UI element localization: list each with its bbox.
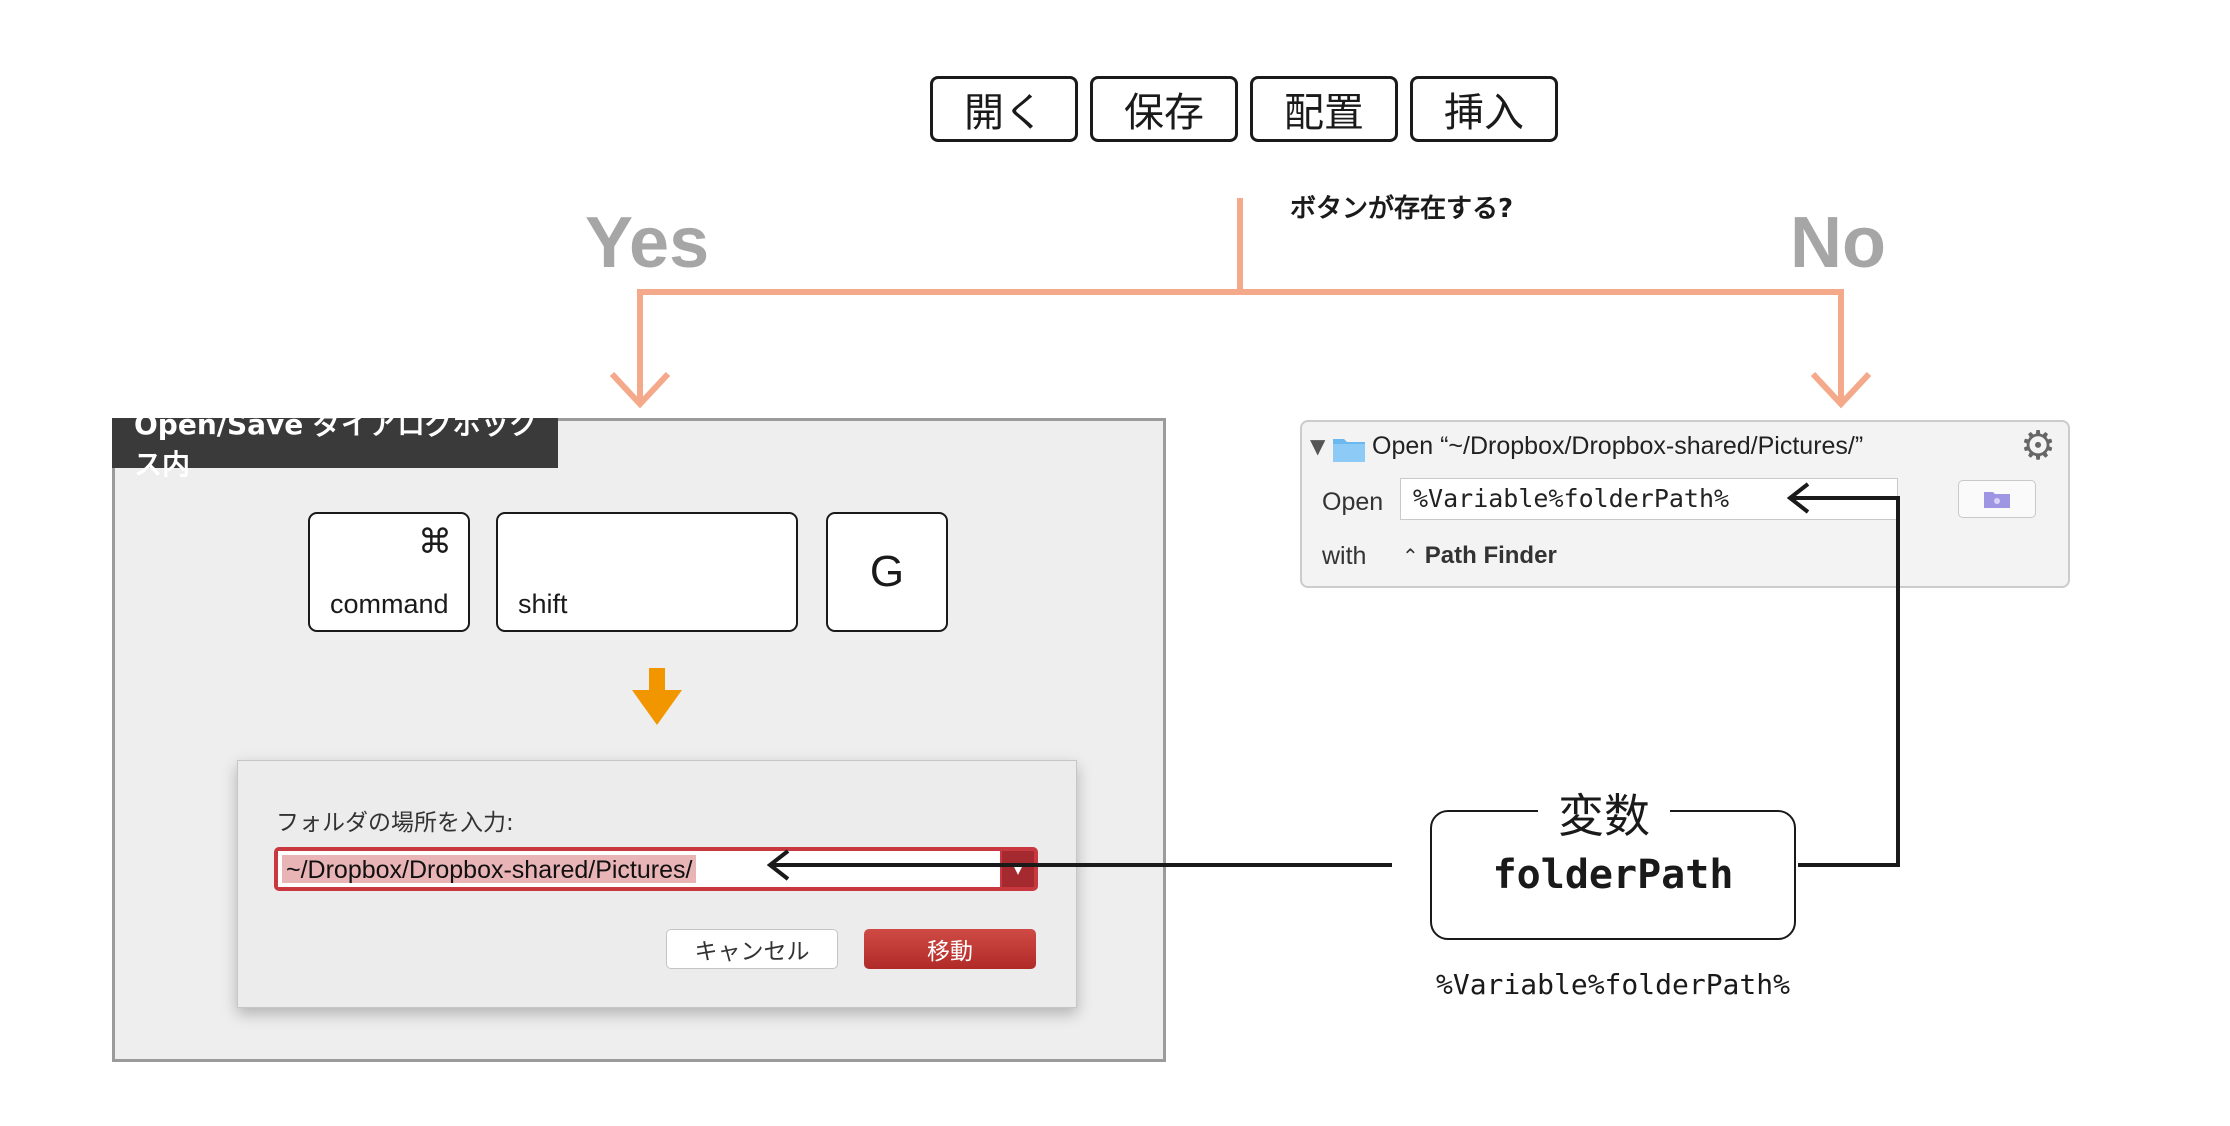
- application-select[interactable]: ⌃Path Finder: [1402, 542, 1557, 570]
- g-key: G: [826, 512, 948, 632]
- folder-path-input[interactable]: ~/Dropbox/Dropbox-shared/Pictures/ ▾: [274, 847, 1038, 891]
- with-label: with: [1322, 542, 1367, 570]
- open-action-panel: ▼ Open “~/Dropbox/Dropbox-shared/Picture…: [1300, 420, 2070, 588]
- disclosure-triangle-icon[interactable]: ▼: [1310, 434, 1326, 458]
- action-title: Open “~/Dropbox/Dropbox-shared/Pictures/…: [1372, 432, 1864, 460]
- gear-icon[interactable]: ⚙: [2020, 423, 2056, 469]
- updown-chevron-icon: ⌃: [1402, 546, 1419, 568]
- branch-yes-label: Yes: [585, 203, 710, 283]
- variable-title: 変数: [1538, 780, 1670, 846]
- command-symbol-icon: ⌘: [418, 523, 452, 561]
- shift-key: shift: [496, 512, 798, 632]
- place-button[interactable]: 配置: [1250, 76, 1398, 142]
- open-label: Open: [1322, 488, 1384, 516]
- g-key-label: G: [869, 547, 905, 596]
- branch-connector: [609, 198, 1872, 409]
- variable-name: folderPath: [1492, 852, 1734, 898]
- chevron-down-icon[interactable]: ▾: [1002, 851, 1034, 887]
- variable-to-open-field-arrow: [1786, 482, 1900, 867]
- command-key: ⌘ command: [308, 512, 470, 632]
- cancel-button[interactable]: キャンセル: [666, 929, 838, 969]
- save-button[interactable]: 保存: [1090, 76, 1238, 142]
- application-name: Path Finder: [1424, 542, 1557, 569]
- go-to-folder-dialog: フォルダの場所を入力: ~/Dropbox/Dropbox-shared/Pic…: [237, 760, 1077, 1008]
- move-button[interactable]: 移動: [864, 929, 1036, 969]
- folder-path-value: ~/Dropbox/Dropbox-shared/Pictures/: [282, 855, 697, 884]
- open-button[interactable]: 開く: [930, 76, 1078, 142]
- folder-path-input-area[interactable]: ~/Dropbox/Dropbox-shared/Pictures/: [278, 851, 1000, 887]
- down-arrow-icon: [632, 668, 682, 725]
- variable-token: %Variable%folderPath%: [1435, 968, 1790, 1001]
- branch-no-label: No: [1790, 203, 1886, 283]
- branch-question: ボタンが存在する?: [1290, 194, 1514, 224]
- folder-location-label: フォルダの場所を入力:: [276, 810, 514, 836]
- variable-to-path-arrow: [766, 849, 1392, 881]
- command-key-label: command: [330, 589, 449, 619]
- shift-key-label: shift: [518, 589, 568, 619]
- open-path-field[interactable]: %Variable%folderPath%: [1400, 478, 1898, 520]
- insert-button[interactable]: 挿入: [1410, 76, 1558, 142]
- folder-icon: [1333, 439, 1365, 462]
- browse-folder-icon: [1984, 492, 2010, 508]
- browse-folder-button[interactable]: [1958, 480, 2036, 518]
